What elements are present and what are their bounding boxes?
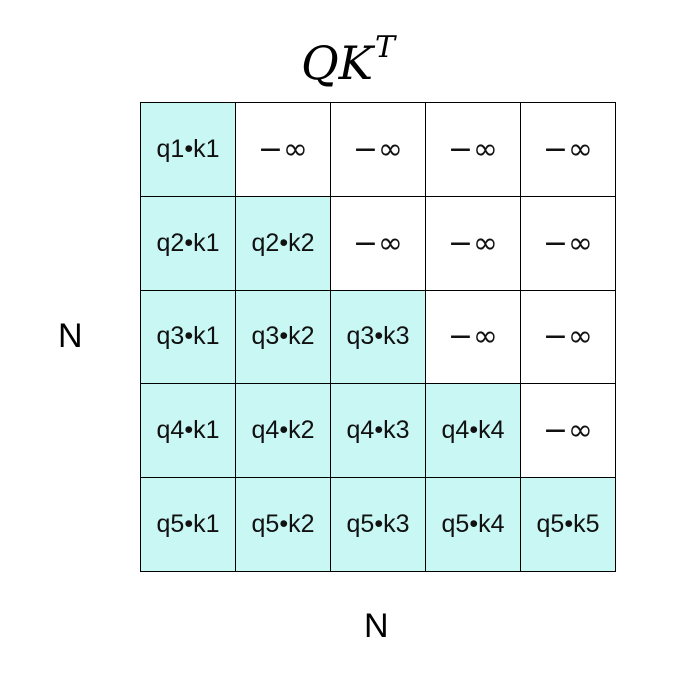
matrix-cell-r3-c3: q3•k3	[331, 290, 426, 385]
matrix-cell-r1-c5: −∞	[521, 103, 616, 197]
matrix-cell-r1-c3: −∞	[331, 103, 426, 197]
matrix-cell-r1-c2: −∞	[236, 103, 331, 197]
matrix-cell-r4-c4: q4•k4	[426, 384, 521, 479]
column-dimension-label: N	[364, 607, 389, 645]
matrix-cell-r4-c3: q4•k3	[331, 384, 426, 479]
attention-mask-matrix: q1•k1 −∞ −∞ −∞ −∞ q2•k1 q2•k2 −∞ −∞ −∞ q…	[140, 102, 616, 572]
matrix-cell-r3-c5: −∞	[521, 290, 616, 385]
matrix-cell-r5-c1: q5•k1	[141, 478, 236, 572]
matrix-cell-r5-c4: q5•k4	[426, 478, 521, 572]
matrix-cell-r4-c2: q4•k2	[236, 384, 331, 479]
matrix-cell-r4-c5: −∞	[521, 384, 616, 479]
matrix-cell-r4-c1: q4•k1	[141, 384, 236, 479]
matrix-cell-r5-c2: q5•k2	[236, 478, 331, 572]
matrix-cell-r3-c1: q3•k1	[141, 290, 236, 385]
matrix-cell-r2-c1: q2•k1	[141, 196, 236, 291]
matrix-cell-r2-c5: −∞	[521, 196, 616, 291]
matrix-cell-r2-c2: q2•k2	[236, 196, 331, 291]
matrix-cell-r2-c3: −∞	[331, 196, 426, 291]
title-base: QK	[300, 36, 374, 90]
row-dimension-label: N	[58, 317, 83, 355]
matrix-cell-r1-c1: q1•k1	[141, 103, 236, 197]
matrix-cell-r2-c4: −∞	[426, 196, 521, 291]
matrix-cell-r3-c2: q3•k2	[236, 290, 331, 385]
matrix-title: QKT	[0, 18, 696, 93]
matrix-cell-r5-c5: q5•k5	[521, 478, 616, 572]
matrix-cell-r1-c4: −∞	[426, 103, 521, 197]
title-superscript: T	[375, 30, 396, 65]
matrix-cell-r5-c3: q5•k3	[331, 478, 426, 572]
matrix-cell-r3-c4: −∞	[426, 290, 521, 385]
